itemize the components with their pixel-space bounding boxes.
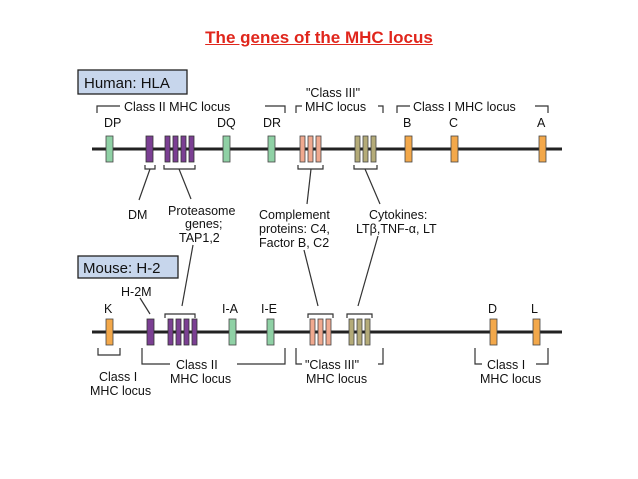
human-gene-dm — [145, 135, 154, 163]
mouse-gene-d — [489, 318, 498, 346]
human-class2-region-label: Class II MHC locus — [124, 100, 230, 114]
mouse-gene-l — [532, 318, 541, 346]
proteasome-label-2: genes; — [185, 217, 223, 231]
mouse-proteasome-genes — [167, 318, 198, 346]
human-gene-dq-label: DQ — [217, 116, 236, 130]
mouse-class1-left-label-2: MHC locus — [90, 384, 151, 398]
complement-label-3: Factor B, C2 — [259, 236, 329, 250]
human-class1-region-label: Class I MHC locus — [413, 100, 516, 114]
mouse-upper-brackets — [139, 297, 373, 318]
human-class3-region-label-1: "Class III" — [306, 86, 360, 100]
mouse-class1-right-label-2: MHC locus — [480, 372, 541, 386]
human-gene-c — [450, 135, 459, 163]
human-hla-label-box — [77, 69, 188, 95]
human-hla-header: Human: HLA — [84, 75, 170, 92]
cytokines-label-1: Cytokines: — [369, 208, 427, 222]
mouse-region-brackets — [97, 348, 549, 365]
human-gene-dr-label: DR — [263, 116, 281, 130]
mouse-gene-ie — [266, 318, 275, 346]
mouse-gene-ia-label: I-A — [222, 302, 239, 316]
human-gene-dp — [105, 135, 114, 163]
complement-label-1: Complement — [259, 208, 330, 222]
human-gene-b — [404, 135, 413, 163]
cytokines-label-2: LTβ,TNF-α, LT — [356, 222, 437, 236]
mouse-gene-h2m-label: H-2M — [121, 285, 152, 299]
human-dm-label: DM — [128, 208, 147, 222]
mouse-class1-left-label-1: Class I — [99, 370, 137, 384]
human-gene-a-label: A — [537, 116, 546, 130]
human-cytokine-genes — [354, 135, 377, 163]
mouse-complement-genes — [309, 318, 332, 346]
proteasome-label-3: TAP1,2 — [179, 231, 220, 245]
mouse-cytokine-genes — [348, 318, 371, 346]
mouse-h2-header: Mouse: H-2 — [83, 260, 161, 277]
mouse-class3-label-2: MHC locus — [306, 372, 367, 386]
proteasome-label-1: Proteasome — [168, 204, 235, 218]
human-class1-region-bracket — [396, 105, 549, 113]
mouse-gene-h2m — [146, 318, 155, 346]
human-gene-c-label: C — [449, 116, 458, 130]
mouse-gene-d-label: D — [488, 302, 497, 316]
human-complement-genes — [299, 135, 322, 163]
complement-label-2: proteins: C4, — [259, 222, 330, 236]
human-gene-dp-label: DP — [104, 116, 121, 130]
human-gene-dr — [267, 135, 276, 163]
human-gene-dq — [222, 135, 231, 163]
mouse-gene-ie-label: I-E — [261, 302, 277, 316]
mouse-gene-l-label: L — [531, 302, 538, 316]
human-to-mouse-connectors — [181, 235, 379, 307]
human-class3-region-bracket — [295, 105, 384, 113]
human-gene-b-label: B — [403, 116, 411, 130]
mouse-gene-ia — [228, 318, 237, 346]
mouse-gene-k — [105, 318, 114, 346]
mouse-class1-right-label-1: Class I — [487, 358, 525, 372]
human-class2-region-bracket — [96, 105, 286, 113]
human-gene-a — [538, 135, 547, 163]
mouse-gene-k-label: K — [104, 302, 113, 316]
mouse-h2-label-box — [77, 255, 179, 279]
mouse-class3-label-1: "Class III" — [305, 358, 359, 372]
mouse-class2-label-2: MHC locus — [170, 372, 231, 386]
human-class3-region-label-2: MHC locus — [305, 100, 366, 114]
human-proteasome-genes — [164, 135, 195, 163]
human-callout-connectors — [138, 165, 381, 205]
mouse-class2-label-1: Class II — [176, 358, 218, 372]
slide-title: The genes of the MHC locus — [205, 28, 433, 47]
